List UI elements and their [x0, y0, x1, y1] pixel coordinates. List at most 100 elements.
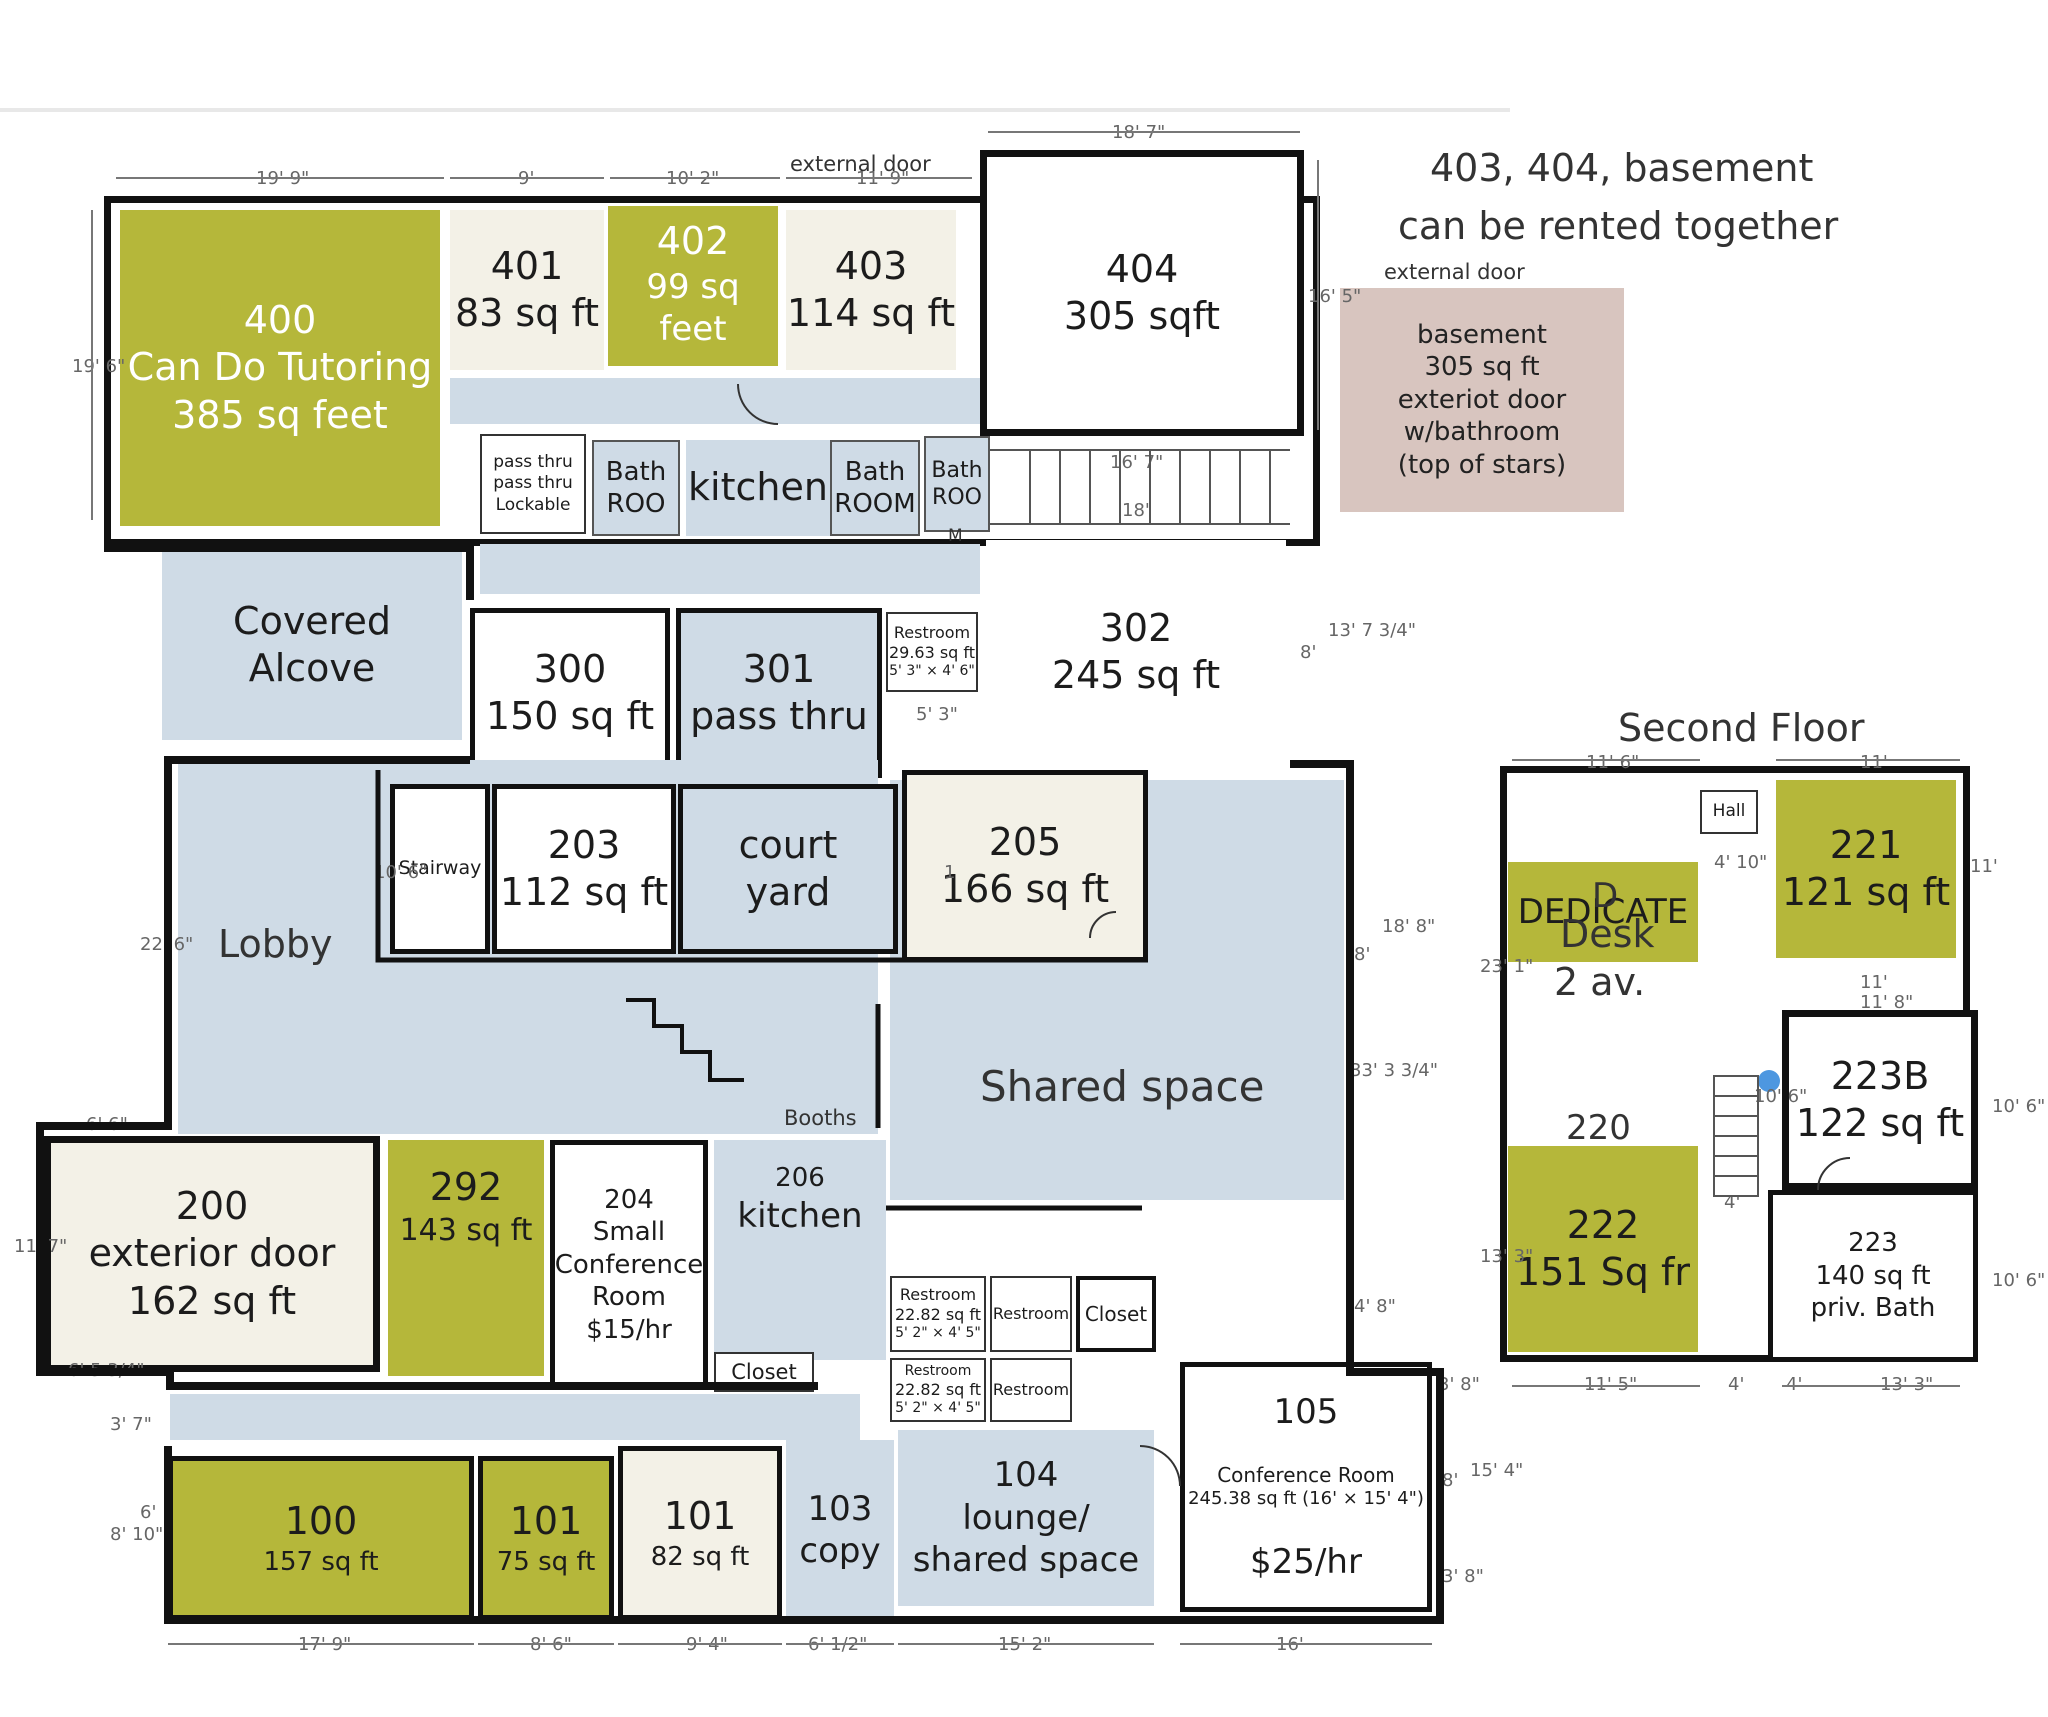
room-203[interactable]: 203 112 sq ft [492, 784, 676, 954]
stairs-second-floor [1713, 1075, 1759, 1197]
room-301[interactable]: 301 pass thru [676, 608, 882, 778]
restroom-b-line3: 5' 2" × 4' 5" [895, 1325, 981, 1342]
dimension-label: 8' [1354, 944, 1371, 965]
restroom-d[interactable]: Restroom 22.82 sq ft 5' 2" × 4' 5" [890, 1358, 986, 1422]
room-400-area: 385 sq feet [172, 392, 388, 437]
kitchen-top[interactable]: kitchen [686, 440, 830, 536]
dimension-label: 6' [140, 1502, 157, 1523]
room-206[interactable]: 206 kitchen [714, 1140, 886, 1360]
room-220-line3: Desk [1560, 912, 1655, 956]
restroom-e-label: Restroom [992, 1380, 1070, 1399]
room-221[interactable]: 221 121 sq ft [1776, 780, 1956, 958]
room-223b-number: 223B [1830, 1053, 1930, 1098]
room-101-a-number: 101 [509, 1499, 583, 1543]
basement[interactable]: basement 305 sq ft exteriot door w/bathr… [1340, 288, 1624, 512]
courtyard-line1: court [738, 822, 838, 867]
dimension-label: 15' 4" [1470, 1460, 1524, 1481]
dimension-label: 4' [1786, 1374, 1803, 1395]
bathroom-1-line2: ROO [606, 489, 666, 519]
room-101-a[interactable]: 101 75 sq ft [478, 1456, 614, 1620]
restroom-b-line2: 22.82 sq ft [894, 1305, 982, 1325]
room-220-line4: 2 av. [1554, 960, 1646, 1004]
closet-2[interactable]: Closet [1076, 1276, 1156, 1352]
courtyard[interactable]: court yard [678, 784, 898, 954]
dimension-label: 4' 8" [1354, 1296, 1396, 1317]
restroom-a-line2: 29.63 sq ft [888, 643, 976, 663]
room-402[interactable]: 402 99 sq feet [608, 206, 778, 366]
room-401-number: 401 [490, 243, 564, 288]
restroom-c-label: Restroom [992, 1304, 1070, 1323]
dimension-label: 3' 8" [1442, 1566, 1484, 1587]
top-divider [0, 108, 1510, 112]
room-400-tenant: Can Do Tutoring [127, 345, 433, 390]
room-222[interactable]: 222 151 Sq fr [1508, 1146, 1698, 1352]
dimension-label: 8' [1442, 1470, 1459, 1491]
room-220-line2: D [1592, 876, 1619, 916]
dimension-label: 18' [1122, 500, 1150, 521]
covered-alcove-line2: Alcove [248, 646, 376, 690]
kitchen-top-label: kitchen [688, 465, 828, 510]
room-400[interactable]: 400 Can Do Tutoring 385 sq feet [120, 210, 440, 526]
dimension-label: 10' 6" [374, 862, 428, 883]
room-100-area: 157 sq ft [263, 1546, 379, 1577]
room-401[interactable]: 401 83 sq ft [450, 210, 604, 370]
restroom-e[interactable]: Restroom [990, 1358, 1072, 1422]
room-101-b-number: 101 [663, 1494, 737, 1538]
restroom-d-line3: 5' 2" × 4' 5" [895, 1400, 981, 1416]
room-300-number: 300 [533, 646, 607, 691]
room-301-number: 301 [742, 646, 816, 691]
room-204-line4: Room [591, 1282, 667, 1313]
room-223b[interactable]: 223B 122 sq ft [1782, 1010, 1978, 1190]
room-203-area: 112 sq ft [499, 870, 669, 914]
bathroom-3-line2: ROO [932, 485, 982, 510]
door-swing [1139, 1445, 1181, 1487]
restroom-a[interactable]: Restroom 29.63 sq ft 5' 3" × 4' 6" [886, 612, 978, 692]
lobby-stairs [626, 998, 744, 1082]
room-105-label: Conference Room [1217, 1463, 1395, 1488]
dimension-guides [91, 131, 1960, 1645]
room-204[interactable]: 204 Small Conference Room $15/hr [550, 1140, 708, 1390]
restroom-a-line3: 5' 3" × 4' 6" [889, 663, 975, 680]
room-105-area: 245.38 sq ft (16' × 15' 4") [1188, 1488, 1424, 1510]
dedicated-desk[interactable]: DEDICATE [1508, 862, 1698, 962]
room-100-number: 100 [284, 1499, 358, 1543]
room-402-number: 402 [656, 219, 730, 263]
stairway-label: Stairway [398, 857, 482, 880]
room-104-line3: shared space [912, 1540, 1140, 1581]
room-101-b[interactable]: 101 82 sq ft [618, 1446, 782, 1620]
hall-2f[interactable]: Hall [1700, 790, 1758, 834]
room-pass-thru[interactable]: pass thru pass thru Lockable [480, 434, 586, 534]
room-101-a-area: 75 sq ft [496, 1546, 596, 1577]
room-200[interactable]: 200 exterior door 162 sq ft [44, 1136, 380, 1372]
room-105[interactable]: 105 Conference Room 245.38 sq ft (16' × … [1180, 1362, 1432, 1612]
room-104[interactable]: 104 lounge/ shared space [898, 1430, 1154, 1606]
info-marker-icon[interactable] [1758, 1070, 1780, 1092]
restroom-b[interactable]: Restroom 22.82 sq ft 5' 2" × 4' 5" [890, 1276, 986, 1352]
room-223[interactable]: 223 140 sq ft priv. Bath [1768, 1190, 1978, 1362]
dimension-label: 13' 3" [1480, 1246, 1534, 1267]
room-204-line2: Small [592, 1217, 666, 1248]
restroom-c[interactable]: Restroom [990, 1276, 1072, 1352]
room-103[interactable]: 103 copy [786, 1440, 894, 1620]
room-404[interactable]: 404 305 sqft [980, 150, 1304, 436]
room-103-label: copy [799, 1531, 881, 1571]
room-302[interactable]: 302 245 sq ft [986, 540, 1286, 764]
bathroom-3-line3: M [948, 526, 963, 546]
basement-line2: 305 sq ft [1424, 352, 1540, 383]
room-292-area: 143 sq ft [399, 1212, 533, 1248]
stairway[interactable]: Stairway [390, 784, 490, 954]
bathroom-1[interactable]: Bath ROO [592, 440, 680, 536]
room-292[interactable]: 292 143 sq ft [388, 1140, 544, 1376]
dimension-label: 4' [1728, 1374, 1745, 1395]
basement-line4: w/bathroom [1403, 417, 1561, 448]
room-223-area: 140 sq ft [1815, 1260, 1931, 1291]
room-403[interactable]: 403 114 sq ft [786, 210, 956, 370]
rent-together-line2: can be rented together [1398, 204, 1839, 248]
covered-alcove[interactable]: Covered Alcove [162, 550, 462, 740]
room-205[interactable]: 205 166 sq ft [902, 770, 1148, 962]
bathroom-3[interactable]: Bath ROO [924, 436, 990, 532]
dimension-label: 11' [1860, 752, 1888, 773]
bathroom-2[interactable]: Bath ROOM [830, 440, 920, 536]
